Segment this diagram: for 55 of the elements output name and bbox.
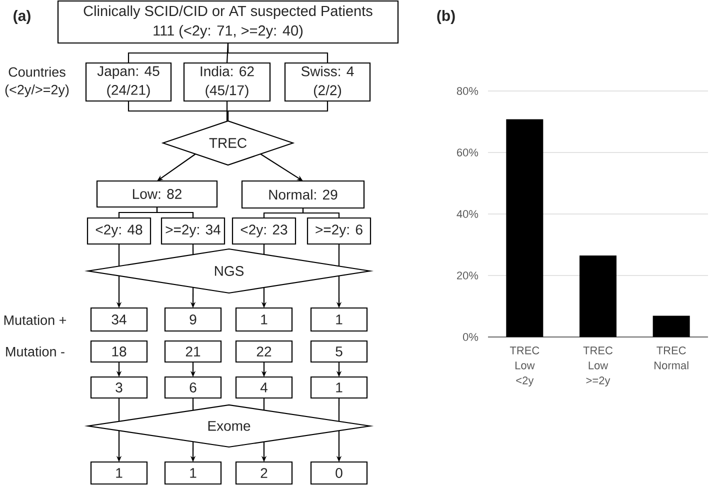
process-box: 5 (310, 340, 368, 363)
process-box: 1 (310, 307, 368, 332)
process-box: 1 (164, 461, 222, 485)
process-box: Low: 82 (96, 180, 218, 208)
process-box: Swiss: 4 (2/2) (284, 62, 371, 102)
y-tick-label: 20% (457, 272, 478, 280)
process-box: 22 (235, 340, 293, 363)
x-tick-label: TREC Low >=2y (583, 346, 613, 386)
bar (580, 256, 616, 337)
connector-line (192, 244, 194, 255)
row-label: Mutation - (6, 346, 64, 356)
panel-label: (b) (437, 10, 455, 24)
panel-label: (a) (14, 10, 30, 24)
process-box: Normal: 29 (241, 180, 365, 209)
process-box: 4 (235, 376, 293, 399)
y-tick-label: 60% (457, 148, 478, 156)
process-box: 6 (164, 376, 222, 399)
connector-line (263, 398, 265, 410)
process-box: 1 (235, 307, 293, 332)
process-box: 1 (90, 461, 148, 485)
process-box: 21 (164, 340, 222, 363)
process-box: Clinically SCID/CID or AT suspected Patients 111 (<2y: 71, >=2y: 40) (57, 0, 399, 44)
connector-line (302, 208, 340, 218)
connector-line (118, 244, 120, 266)
connector-line (263, 244, 265, 254)
process-box: >=2y: 6 (306, 217, 372, 245)
x-tick-label: TREC Low <2y (510, 346, 540, 386)
process-box: 0 (310, 461, 368, 485)
y-tick-label: 80% (456, 87, 478, 95)
row-label: Mutation + (4, 315, 66, 325)
process-box: >=2y: 34 (160, 217, 226, 245)
row-label: Countries (<2y/>=2y) (5, 66, 69, 98)
bar (652, 316, 690, 337)
process-box: India: 62 (45/17) (183, 62, 271, 102)
process-box: Japan: 45 (24/21) (85, 62, 172, 102)
connector-line (338, 244, 340, 266)
process-box: 9 (164, 307, 222, 332)
process-box: 34 (90, 307, 148, 332)
bar (506, 119, 544, 337)
x-tick-label: TREC Normal (654, 346, 688, 370)
connector-line (227, 101, 328, 121)
connector-line (227, 43, 328, 63)
connector-line (118, 398, 120, 422)
connector-line (192, 398, 194, 410)
y-tick-label: 40% (456, 210, 478, 218)
process-box: 1 (310, 376, 368, 399)
process-box: 3 (90, 376, 148, 399)
y-tick-label: 0% (462, 333, 478, 341)
connector-line (226, 101, 228, 122)
process-box: 18 (90, 340, 148, 363)
connector-line (156, 207, 194, 218)
process-box: <2y: 23 (232, 217, 296, 245)
process-box: <2y: 48 (86, 217, 152, 245)
process-box: 2 (235, 461, 293, 485)
connector-line (338, 398, 340, 422)
